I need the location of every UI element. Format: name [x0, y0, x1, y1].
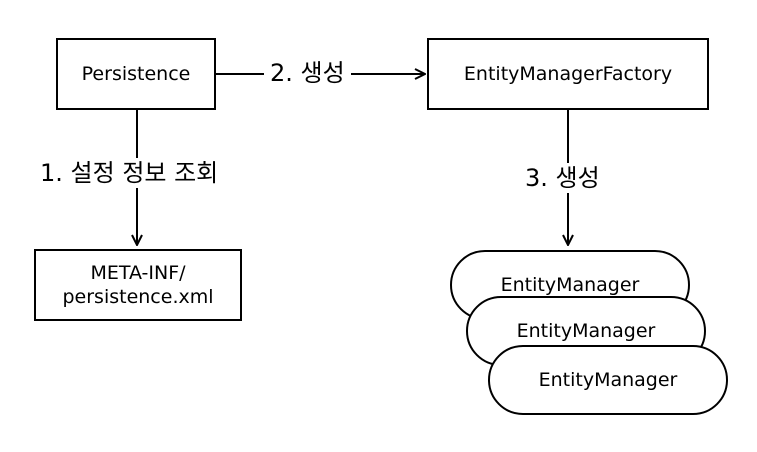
entity-manager-label-1: EntityManager — [500, 274, 640, 296]
persistence-label: Persistence — [81, 63, 191, 85]
entity-manager-label-3: EntityManager — [538, 369, 678, 391]
label-create-manager: 3. 생성 — [519, 163, 606, 193]
entity-manager-pill-3: EntityManager — [488, 345, 728, 415]
entity-manager-label-2: EntityManager — [516, 320, 656, 342]
meta-inf-box: META-INF/ persistence.xml — [34, 249, 242, 321]
label-read-config: 1. 설정 정보 조회 — [34, 158, 225, 188]
label-create-factory: 2. 생성 — [264, 58, 351, 88]
factory-box: EntityManagerFactory — [427, 38, 709, 110]
persistence-box: Persistence — [56, 38, 216, 110]
factory-label: EntityManagerFactory — [463, 63, 673, 85]
meta-inf-label-line2: persistence.xml — [62, 286, 214, 308]
meta-inf-label-line1: META-INF/ — [90, 262, 186, 284]
